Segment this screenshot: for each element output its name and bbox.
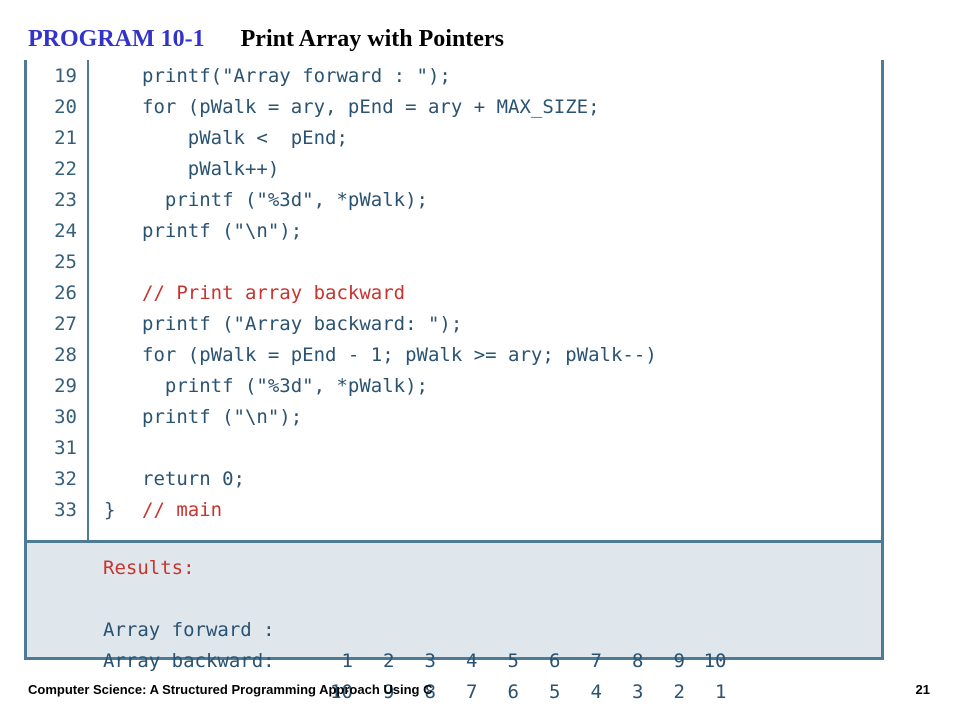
code-line: 32 return 0; [27,464,881,495]
code-text: printf ("%3d", *pWalk); [142,375,428,397]
backward-label: Array backward: [103,650,275,672]
forward-label: Array forward : [103,619,275,641]
code-line: 27 printf ("Array backward: "); [27,309,881,340]
results-panel: Results: Array forward : 1 2 3 4 5 6 7 8 9 10 Arr… [27,540,881,703]
result-value: 9 [673,650,685,672]
result-value: 5 [507,650,519,672]
closing-brace: } [104,499,116,521]
code-line: 28 for (pWalk = pEnd - 1; pWalk >= ary; p… [27,340,881,371]
line-number: 26 [54,282,77,304]
result-value: 7 [466,681,478,703]
result-value: 4 [466,650,478,672]
code-line: 21 pWalk < pEnd; [27,123,881,154]
slide-title: PROGRAM 10-1 Print Array with Pointers [28,22,504,56]
code-text: printf ("Array backward: "); [142,313,463,335]
result-value: 10 [330,681,353,703]
code-text: for (pWalk = pEnd - 1; pWalk >= ary; pWa… [142,344,657,366]
code-line: 20 for (pWalk = ary, pEnd = ary + MAX_SIZ… [27,92,881,123]
result-value: 1 [715,681,727,703]
result-value: 5 [549,681,561,703]
code-line: 26 // Print array backward [27,278,881,309]
code-line: 24 printf ("\n"); [27,216,881,247]
results-heading: Results: [103,557,195,579]
line-number-gutter [27,60,89,540]
line-number: 25 [54,251,77,273]
result-value: 8 [632,650,644,672]
code-text: printf ("%3d", *pWalk); [142,189,428,211]
code-line: 29 printf ("%3d", *pWalk); [27,371,881,402]
line-number: 32 [54,468,77,490]
code-line: 22 pWalk++) [27,154,881,185]
result-value: 2 [673,681,685,703]
code-comment: // Print array backward [142,282,406,304]
line-number: 22 [54,158,77,180]
code-area: 19 printf("Array forward : "); 20 for (pWal… [27,60,881,540]
program-number: PROGRAM 10-1 [28,25,205,52]
footer-book-title: Computer Science: A Structured Programmi… [28,682,433,697]
result-value: 3 [632,681,644,703]
result-value: 3 [424,650,436,672]
code-text: for (pWalk = ary, pEnd = ary + MAX_SIZE; [142,96,600,118]
line-number: 27 [54,313,77,335]
result-value: 2 [383,650,395,672]
code-text: printf ("\n"); [142,406,303,428]
line-number: 28 [54,344,77,366]
result-value: 1 [341,650,353,672]
code-comment: // main [142,499,223,521]
result-value: 4 [590,681,602,703]
result-value: 6 [549,650,561,672]
code-text: printf("Array forward : "); [142,65,451,87]
program-name: Print Array with Pointers [240,25,504,52]
code-line: 23 printf ("%3d", *pWalk); [27,185,881,216]
code-line: 25 [27,247,881,278]
line-number: 21 [54,127,77,149]
result-value: 7 [590,650,602,672]
result-value: 9 [383,681,395,703]
line-number: 19 [54,65,77,87]
line-number: 24 [54,220,77,242]
results-forward-row: Array forward : 1 2 3 4 5 6 7 8 9 10 [103,584,873,672]
code-text: pWalk < pEnd; [142,127,348,149]
results-backward-row: Array backward: 10 9 8 7 6 5 4 3 2 1 [103,615,873,703]
line-number: 33 [54,499,77,521]
code-text: pWalk++) [142,158,280,180]
line-number: 29 [54,375,77,397]
code-line: 31 [27,433,881,464]
line-number: 31 [54,437,77,459]
code-line: 30 printf ("\n"); [27,402,881,433]
result-value: 10 [703,650,727,672]
footer-page-number: 21 [915,682,930,697]
line-number: 20 [54,96,77,118]
code-line: 33} // main [27,495,881,526]
result-value: 8 [424,681,436,703]
code-text: printf ("\n"); [142,220,303,242]
line-number: 30 [54,406,77,428]
code-text: return 0; [142,468,245,490]
code-line: 19 printf("Array forward : "); [27,61,881,92]
line-number: 23 [54,189,77,211]
result-value: 6 [507,681,519,703]
